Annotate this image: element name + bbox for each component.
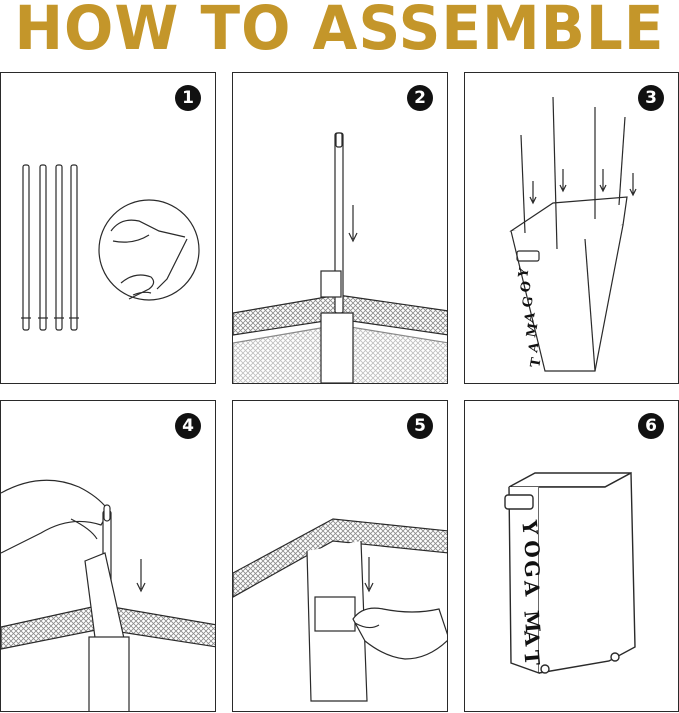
label-letter: G bbox=[519, 559, 544, 578]
step-4-illustration bbox=[1, 479, 215, 711]
step-3-badge: 3 bbox=[638, 85, 664, 111]
label-letter: O bbox=[518, 280, 535, 294]
step-3-panel: 3 Y O G A M A T bbox=[464, 72, 679, 384]
label-letter: M bbox=[519, 609, 545, 633]
step-5-panel: 5 bbox=[232, 400, 448, 712]
label-letter: A bbox=[519, 628, 544, 647]
label-letter: T bbox=[519, 649, 544, 666]
step-4-badge: 4 bbox=[175, 413, 201, 439]
yoga-mat-label: Y O G A M A T bbox=[517, 518, 545, 666]
step-2-illustration bbox=[233, 132, 447, 383]
step-6-badge: 6 bbox=[638, 413, 664, 439]
label-letter: A bbox=[526, 340, 543, 354]
step-6-illustration: Y O G A M A T bbox=[504, 471, 636, 674]
label-letter: A bbox=[522, 310, 539, 324]
support-rods bbox=[21, 164, 79, 331]
yoga-mat-label-small: Y O G A M A T bbox=[516, 266, 545, 368]
step-5-badge: 5 bbox=[407, 413, 433, 439]
step-6-panel: 6 Y O G A M A T bbox=[464, 400, 679, 712]
page-title: HOW TO ASSEMBLE bbox=[14, 0, 665, 64]
label-letter: Y bbox=[516, 266, 533, 279]
step-1-badge: 1 bbox=[175, 85, 201, 111]
step-4-panel: 4 bbox=[0, 400, 216, 712]
label-letter: T bbox=[528, 356, 545, 368]
step-2-panel: 2 bbox=[232, 72, 448, 384]
label-letter: A bbox=[519, 578, 544, 597]
step-1-panel: 1 bbox=[0, 72, 216, 384]
label-letter: Y bbox=[517, 518, 542, 536]
step-3-illustration: Y O G A M A T bbox=[509, 96, 637, 372]
label-letter: G bbox=[520, 295, 537, 309]
step-2-badge: 2 bbox=[407, 85, 433, 111]
step-1-illustration bbox=[21, 164, 200, 331]
detail-circle bbox=[98, 199, 200, 301]
step-5-illustration bbox=[233, 518, 447, 702]
label-letter: M bbox=[524, 322, 541, 339]
label-letter: O bbox=[519, 539, 544, 558]
